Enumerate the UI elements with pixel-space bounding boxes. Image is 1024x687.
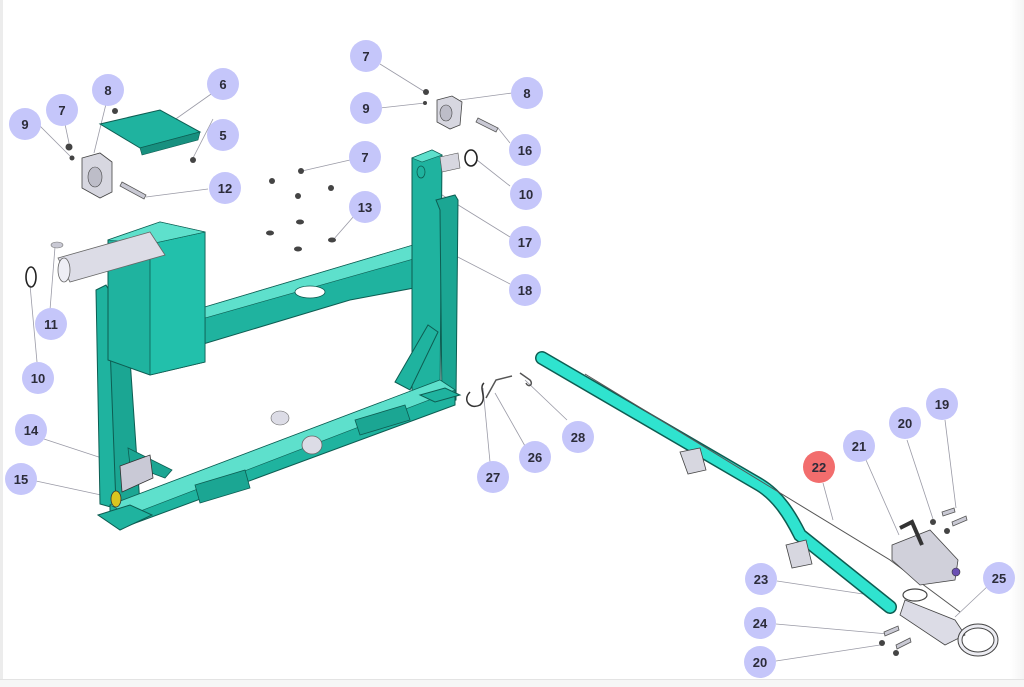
breakaway-cable: [584, 373, 961, 613]
callout-part-23[interactable]: 23: [745, 563, 777, 595]
coupling-handle: [899, 519, 924, 546]
main-frame-assembly: [50, 149, 462, 531]
o-ring-left: [25, 266, 37, 288]
coupling-indicator: [951, 567, 961, 577]
bolt-19a: [941, 507, 956, 517]
nut: [295, 193, 301, 199]
drawbar-assembly: [535, 351, 999, 657]
right-upright-channel: [435, 194, 459, 406]
safety-cable-loop: [902, 588, 928, 602]
washer: [296, 219, 304, 225]
right-upright-top: [411, 149, 443, 163]
hitch-tube-front: [301, 435, 323, 455]
callout-part-10[interactable]: 10: [510, 178, 542, 210]
cable-guide-2: [785, 539, 813, 569]
callout-part-9[interactable]: 9: [9, 108, 41, 140]
data-plate: [119, 454, 154, 493]
callout-part-19[interactable]: 19: [926, 388, 958, 420]
base-skid-left: [194, 469, 251, 504]
base-foot-left: [96, 504, 154, 531]
callout-part-8[interactable]: 8: [92, 74, 124, 106]
nut: [298, 168, 304, 174]
bolt-24b: [895, 637, 912, 650]
o-ring-right: [464, 149, 478, 167]
bolt-19b: [951, 515, 968, 527]
nuts-washers: [65, 89, 950, 656]
pin-set: [466, 372, 533, 407]
callout-part-17[interactable]: 17: [509, 226, 541, 258]
bearing-block-right: [436, 95, 463, 130]
shaft-end: [57, 257, 71, 283]
base-skid-right: [354, 404, 411, 436]
callout-part-18[interactable]: 18: [509, 274, 541, 306]
bolt-24a: [883, 625, 900, 637]
nut: [893, 650, 899, 656]
callout-part-22-selected[interactable]: 22: [803, 451, 835, 483]
nut: [112, 108, 118, 114]
washer: [294, 246, 302, 252]
nut: [65, 143, 73, 151]
nut: [930, 519, 936, 525]
drawbar-tube: [536, 352, 896, 613]
nut: [944, 528, 950, 534]
cross-beam-hole: [294, 285, 326, 299]
diagonal-brace: [394, 324, 439, 391]
callout-part-20[interactable]: 20: [889, 407, 921, 439]
frame-bottom-border: [0, 679, 1024, 687]
callout-part-25[interactable]: 25: [983, 562, 1015, 594]
callout-part-14[interactable]: 14: [15, 414, 47, 446]
cover-plate-flange: [139, 131, 201, 156]
base-beam-top: [109, 379, 456, 516]
callout-part-15[interactable]: 15: [5, 463, 37, 495]
callout-part-13[interactable]: 13: [349, 191, 381, 223]
callout-part-24[interactable]: 24: [744, 607, 776, 639]
nut: [328, 185, 334, 191]
nut: [190, 157, 196, 163]
callout-part-27[interactable]: 27: [477, 461, 509, 493]
callout-part-6[interactable]: 6: [207, 68, 239, 100]
washer: [69, 155, 75, 161]
callout-part-11[interactable]: 11: [35, 308, 67, 340]
callout-part-7[interactable]: 7: [46, 94, 78, 126]
callout-part-12[interactable]: 12: [209, 172, 241, 204]
base-foot-right: [418, 387, 462, 403]
hitch-pin-26: [485, 375, 513, 399]
nut: [423, 89, 429, 95]
callout-part-7[interactable]: 7: [350, 40, 382, 72]
washer: [328, 237, 336, 243]
right-pivot-pin: [439, 152, 461, 173]
nut: [269, 178, 275, 184]
shaft-key: [50, 241, 64, 249]
callout-part-10[interactable]: 10: [22, 362, 54, 394]
chain-27: [466, 382, 485, 407]
bearing-block-left: [81, 152, 113, 199]
hitch-tube-rear: [270, 410, 290, 426]
callout-part-20[interactable]: 20: [744, 646, 776, 678]
leader-lines: [29, 63, 990, 662]
bolts: [119, 117, 968, 650]
washer: [423, 101, 427, 105]
washer: [266, 230, 274, 236]
bolt-16: [475, 117, 499, 133]
r-clip-28: [519, 372, 533, 387]
yellow-plug: [110, 490, 122, 508]
bolt-12: [119, 181, 147, 200]
upright-hole: [416, 165, 426, 179]
callout-part-16[interactable]: 16: [509, 134, 541, 166]
callout-part-9[interactable]: 9: [350, 92, 382, 124]
coupling-head: [891, 529, 959, 586]
callout-part-28[interactable]: 28: [562, 421, 594, 453]
frame-left-border: [0, 0, 3, 686]
cable-guide-1: [679, 447, 707, 475]
callout-part-21[interactable]: 21: [843, 430, 875, 462]
callout-part-8[interactable]: 8: [511, 77, 543, 109]
callout-part-26[interactable]: 26: [519, 441, 551, 473]
towing-eye-shank: [899, 599, 966, 646]
callout-part-5[interactable]: 5: [207, 119, 239, 151]
nut: [879, 640, 885, 646]
frame-right-edge: [1010, 0, 1024, 686]
callout-part-7[interactable]: 7: [349, 141, 381, 173]
